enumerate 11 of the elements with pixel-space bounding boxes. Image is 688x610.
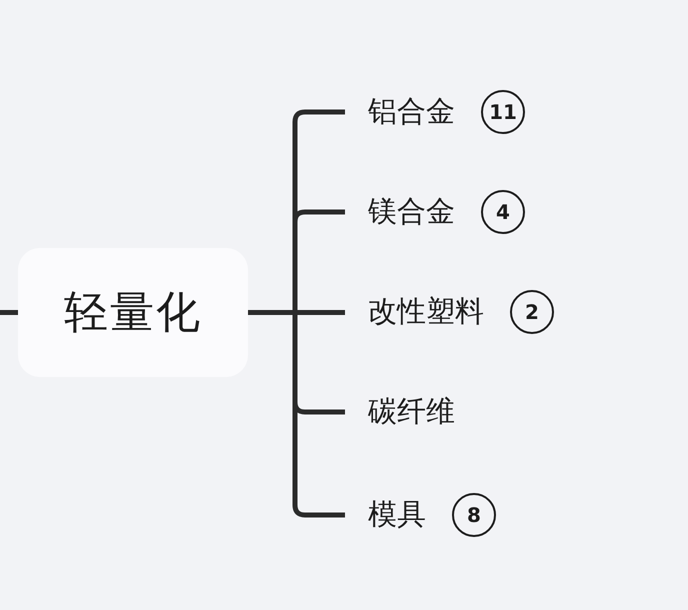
subtopic-text: 镁合金 (368, 193, 455, 230)
connector-line (0, 310, 18, 315)
count-badge: 4 (481, 190, 525, 234)
subtopic-text: 改性塑料 (368, 293, 484, 330)
count-badge: 2 (510, 290, 554, 334)
subtopic-text: 铝合金 (368, 93, 455, 130)
topic-box: 轻量化 (18, 248, 248, 377)
subtopic-text: 碳纤维 (368, 393, 455, 430)
count-badge: 11 (481, 90, 525, 134)
subtopic-text: 模具 (368, 496, 426, 533)
count-badge: 8 (452, 493, 496, 537)
